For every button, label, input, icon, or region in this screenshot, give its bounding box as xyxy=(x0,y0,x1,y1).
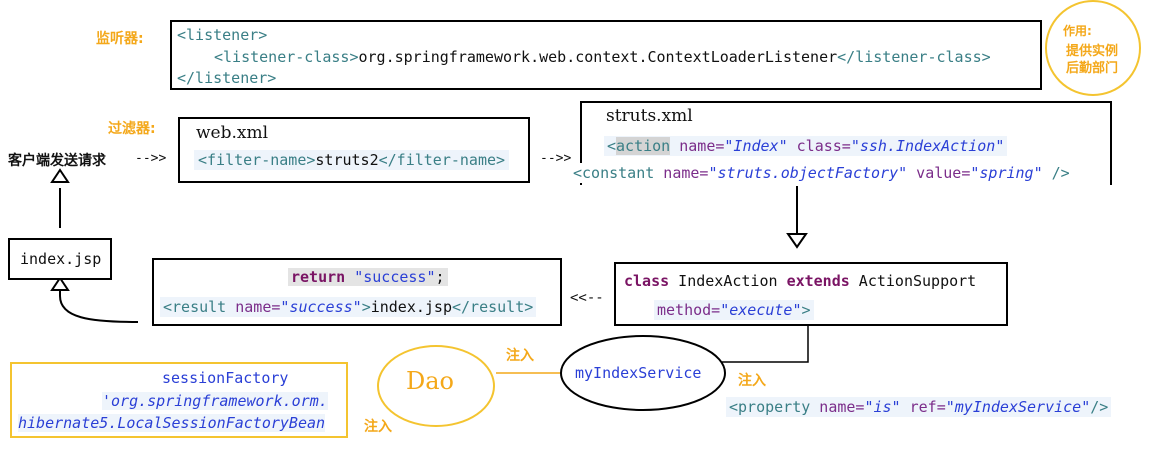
note-line2: 后勤部门 xyxy=(1066,61,1119,76)
action-line: <action name="Index" class="ssh.IndexAct… xyxy=(604,136,1008,156)
up-arrow-icon xyxy=(50,168,70,183)
constant-line: <constant name="struts.objectFactory" va… xyxy=(570,163,1073,183)
arrow-to-struts: -->> xyxy=(540,151,572,166)
note-line1: 提供实例 xyxy=(1066,44,1119,59)
filter-label: 过滤器: xyxy=(108,121,156,137)
listener-class-line: <listener-class>org.springframework.web.… xyxy=(214,48,991,66)
index-action-box: class IndexAction extends ActionSupport … xyxy=(614,262,1008,326)
arrow-to-result: <<-- xyxy=(570,290,604,306)
listener-open-tag: <listener> xyxy=(177,26,268,44)
dao-ellipse xyxy=(377,345,495,427)
client-request-text: 客户端发送请求 xyxy=(8,153,106,169)
property-line: <property name="is" ref="myIndexService"… xyxy=(726,397,1112,417)
up-arrow-icon-2 xyxy=(50,276,70,291)
result-line: <result name="success">index.jsp</result… xyxy=(160,297,537,317)
session-factory-line1: 'org.springframework.orm. xyxy=(102,392,328,410)
session-factory-box: sessionFactory 'org.springframework.orm.… xyxy=(10,362,348,438)
webxml-title: web.xml xyxy=(196,123,269,143)
return-line: return "success"; xyxy=(288,268,448,286)
inject-label-2: 注入 xyxy=(738,373,766,389)
down-arrow-icon xyxy=(786,233,808,249)
listener-close-tag: </listener> xyxy=(177,69,277,87)
inject-label-3: 注入 xyxy=(364,419,392,435)
result-box: return "success"; <result name="success"… xyxy=(152,258,562,326)
method-line: method="execute"> xyxy=(654,300,814,320)
service-ellipse xyxy=(560,335,726,411)
index-jsp-box: index.jsp xyxy=(8,238,112,280)
index-jsp-label: index.jsp xyxy=(20,250,102,268)
listener-box: <listener> <listener-class>org.springfra… xyxy=(170,20,1042,90)
class-declaration: class IndexAction extends ActionSupport xyxy=(624,272,977,290)
listener-label: 监听器: xyxy=(96,31,144,47)
inject-label-1: 注入 xyxy=(506,348,534,364)
session-factory-title: sessionFactory xyxy=(162,369,289,387)
note-title: 作用: xyxy=(1063,24,1092,38)
service-name: myIndexService xyxy=(575,364,702,382)
arrow-to-webxml: -->> xyxy=(135,151,167,166)
filter-name-line: <filter-name>struts2</filter-name> xyxy=(194,150,510,170)
webxml-box: web.xml <filter-name>struts2</filter-nam… xyxy=(178,117,530,183)
strutsxml-title: struts.xml xyxy=(606,106,693,126)
session-factory-line2: hibernate5.LocalSessionFactoryBean xyxy=(18,414,326,432)
dao-label: Dao xyxy=(406,367,454,395)
note-circle xyxy=(1045,0,1141,96)
